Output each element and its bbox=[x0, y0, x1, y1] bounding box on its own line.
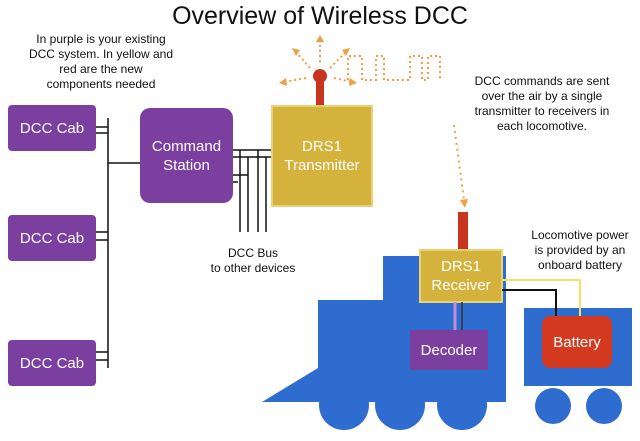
air-note-line: over the air by a single bbox=[481, 89, 603, 103]
dcc-square-wave bbox=[347, 55, 441, 81]
drs1-transmitter-box bbox=[271, 105, 373, 207]
battery-label: Battery bbox=[542, 316, 612, 368]
dcc-cab-1 bbox=[8, 105, 96, 151]
arrowhead-ur bbox=[342, 48, 350, 56]
receiver-text: Receiver bbox=[431, 277, 491, 294]
legend-note-line: components needed bbox=[46, 77, 156, 91]
dcc-cab-1-label: DCC Cab bbox=[8, 105, 96, 151]
diagram-title: Overview of Wireless DCC bbox=[172, 2, 468, 30]
dcc-cab-1-text: DCC Cab bbox=[19, 119, 85, 137]
legend-note: In purple is your existing DCC system. I… bbox=[12, 32, 190, 92]
arrowhead-ul bbox=[292, 48, 300, 56]
command-station-text: Station bbox=[163, 156, 210, 174]
positive-sign: + bbox=[512, 258, 522, 276]
dcc-bus-wiring bbox=[233, 149, 272, 232]
dcc-cab-2-text: DCC Cab bbox=[19, 229, 85, 247]
arrowhead-left bbox=[279, 78, 287, 86]
power-note-line: Locomotive power bbox=[531, 228, 629, 242]
legend-note-line: red are the new bbox=[59, 62, 143, 76]
emission-arrow-heads bbox=[279, 35, 357, 86]
dcc-bus-note-line: to other devices bbox=[210, 261, 296, 275]
transmitter-antenna bbox=[316, 78, 324, 106]
air-note-line: each locomotive. bbox=[496, 119, 588, 133]
command-station-text: Command bbox=[151, 137, 222, 155]
decoder-text: Decoder bbox=[420, 341, 478, 359]
transmitter-text: DRS1 bbox=[301, 138, 342, 155]
dcc-cab-2-label: DCC Cab bbox=[8, 215, 96, 261]
dcc-cab-3 bbox=[8, 340, 96, 386]
power-note-line: is provided by an bbox=[534, 243, 626, 257]
battery-positive-wire bbox=[502, 279, 581, 316]
battery-box bbox=[542, 316, 612, 368]
emission-arrow-ul bbox=[295, 51, 311, 69]
receiver-label: DRS1 Receiver bbox=[420, 250, 502, 302]
transmitter-label: DRS1 Transmitter bbox=[272, 106, 372, 206]
loco-wheel-2 bbox=[375, 380, 425, 430]
tender-wheel-2 bbox=[586, 388, 622, 424]
dcc-bus-note: DCC Bus to other devices bbox=[200, 246, 306, 276]
command-station-label: Command Station bbox=[140, 108, 233, 203]
air-note-line: DCC commands are sent bbox=[474, 74, 610, 88]
emission-arrow-ur bbox=[329, 51, 347, 69]
loco-cowcatcher bbox=[262, 368, 318, 402]
transmitter-antenna-tip bbox=[313, 69, 327, 83]
power-note: Locomotive power is provided by an onboa… bbox=[524, 228, 636, 273]
power-note-line: onboard battery bbox=[537, 258, 623, 272]
transmitter-text: Transmitter bbox=[284, 157, 360, 174]
air-note: DCC commands are sent over the air by a … bbox=[452, 74, 632, 134]
arrowhead-up bbox=[316, 35, 324, 42]
emission-arrow-left bbox=[283, 77, 307, 83]
receiver-antenna bbox=[458, 212, 468, 250]
loco-wheel-3 bbox=[437, 380, 487, 430]
tender-wheel-1 bbox=[535, 388, 571, 424]
battery-negative-wire bbox=[502, 289, 557, 316]
loco-wheel-1 bbox=[319, 380, 369, 430]
emission-arrow-right bbox=[333, 77, 353, 83]
air-signal-path bbox=[453, 124, 465, 201]
battery-positive-label: + bbox=[510, 258, 524, 276]
dcc-bus-note-line: DCC Bus bbox=[227, 246, 278, 260]
cab-bus-wiring bbox=[96, 118, 140, 368]
dcc-cab-3-label: DCC Cab bbox=[8, 340, 96, 386]
battery-text: Battery bbox=[553, 333, 601, 351]
receiver-text: DRS1 bbox=[440, 258, 481, 275]
dcc-cab-2 bbox=[8, 215, 96, 261]
decoder-box bbox=[410, 330, 488, 370]
dcc-cab-3-text: DCC Cab bbox=[19, 354, 85, 372]
command-station-box bbox=[140, 108, 233, 203]
decoder-label: Decoder bbox=[410, 330, 488, 370]
air-signal-arrowhead bbox=[460, 199, 468, 208]
legend-note-line: In purple is your existing bbox=[36, 32, 166, 46]
arrowhead-right bbox=[349, 78, 357, 86]
air-note-line: transmitter to receivers in bbox=[474, 104, 610, 118]
radio-emission-arrows bbox=[283, 40, 353, 83]
drs1-receiver-box bbox=[419, 249, 503, 303]
legend-note-line: DCC system. In yellow and bbox=[28, 47, 174, 61]
